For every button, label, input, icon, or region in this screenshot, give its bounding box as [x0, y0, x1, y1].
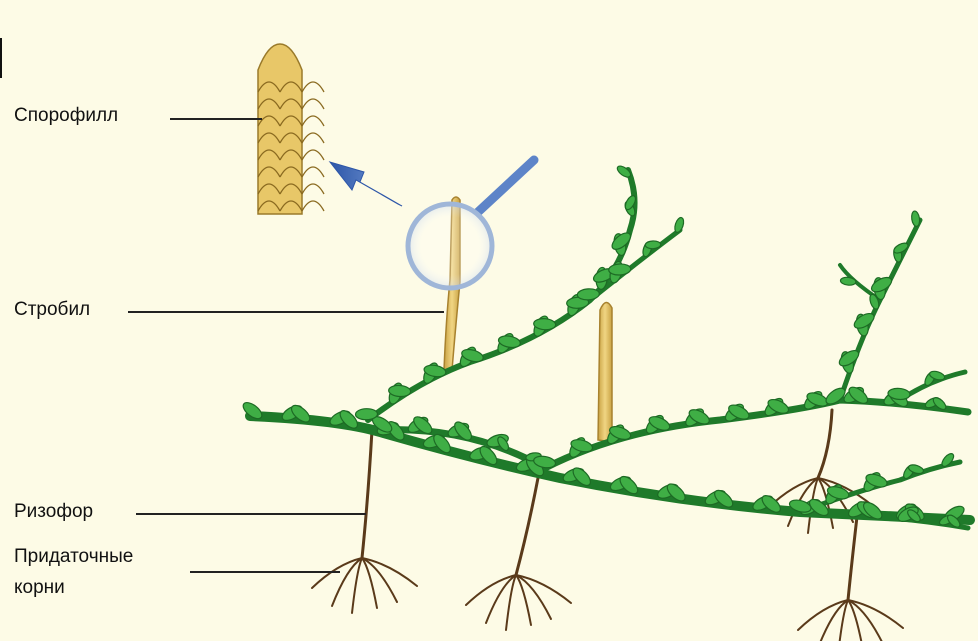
root — [332, 558, 362, 606]
root — [362, 558, 377, 608]
sporophyll-inset — [258, 44, 324, 214]
strobilus-right — [598, 302, 612, 442]
leader-rhizophore — [136, 513, 366, 515]
leaf — [645, 241, 661, 249]
sporophyll-scale — [302, 150, 324, 160]
leader-adventitious-roots — [190, 571, 340, 573]
leaf — [911, 211, 921, 227]
leaf — [608, 263, 631, 275]
sporophyll-scale — [302, 184, 324, 194]
leader-sporophyll — [170, 118, 262, 120]
sporophyll-scale — [302, 167, 324, 177]
root — [486, 575, 516, 623]
root — [798, 600, 848, 630]
sporophyll-scale — [302, 99, 324, 109]
label-rhizophore: Ризофор — [14, 500, 93, 524]
magnifier — [408, 160, 534, 288]
root — [516, 575, 551, 619]
root — [362, 558, 397, 602]
root — [516, 575, 531, 625]
label-adventitious-roots-line2: корни — [14, 576, 65, 600]
arrow-icon — [330, 162, 402, 206]
sporophyll-scale — [302, 116, 324, 126]
label-sporophyll: Спорофилл — [14, 104, 118, 128]
sporophyll-scale — [302, 82, 324, 92]
leaf — [355, 408, 377, 420]
sporophyll-scale — [302, 133, 324, 143]
leaf — [615, 164, 632, 179]
root — [466, 575, 516, 605]
leader-strobilus — [128, 311, 444, 313]
root — [838, 600, 848, 641]
leaf — [577, 288, 600, 300]
root — [312, 558, 362, 588]
label-strobilus: Стробил — [14, 298, 90, 322]
leaf — [673, 216, 685, 233]
sporophyll-scale — [302, 201, 324, 211]
label-adventitious-roots-line1: Придаточные — [14, 545, 133, 569]
